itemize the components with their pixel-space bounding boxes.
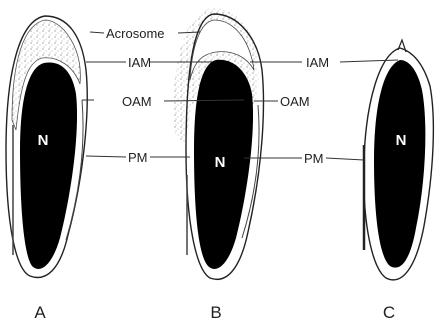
iam-label-c: IAM <box>306 55 329 70</box>
nucleus-a <box>20 62 77 268</box>
nucleus-label-b: N <box>215 154 226 171</box>
nucleus-label-c: N <box>396 132 407 149</box>
pm-label-b: PM <box>128 150 148 165</box>
sperm-head-a: N <box>6 16 87 277</box>
iam-label-b: IAM <box>128 55 151 70</box>
panel-label-b: B <box>210 303 221 322</box>
oam-label-c: OAM <box>280 94 310 109</box>
sperm-head-c: N <box>364 40 434 280</box>
nucleus-label-a: N <box>38 132 49 149</box>
oam-label-b: OAM <box>122 94 152 109</box>
panel-label-c: C <box>383 303 395 322</box>
panel-label-a: A <box>34 303 46 322</box>
pm-label-c: PM <box>304 151 324 166</box>
sperm-head-b: N <box>173 8 264 279</box>
acrosome-label: Acrosome <box>106 26 165 41</box>
